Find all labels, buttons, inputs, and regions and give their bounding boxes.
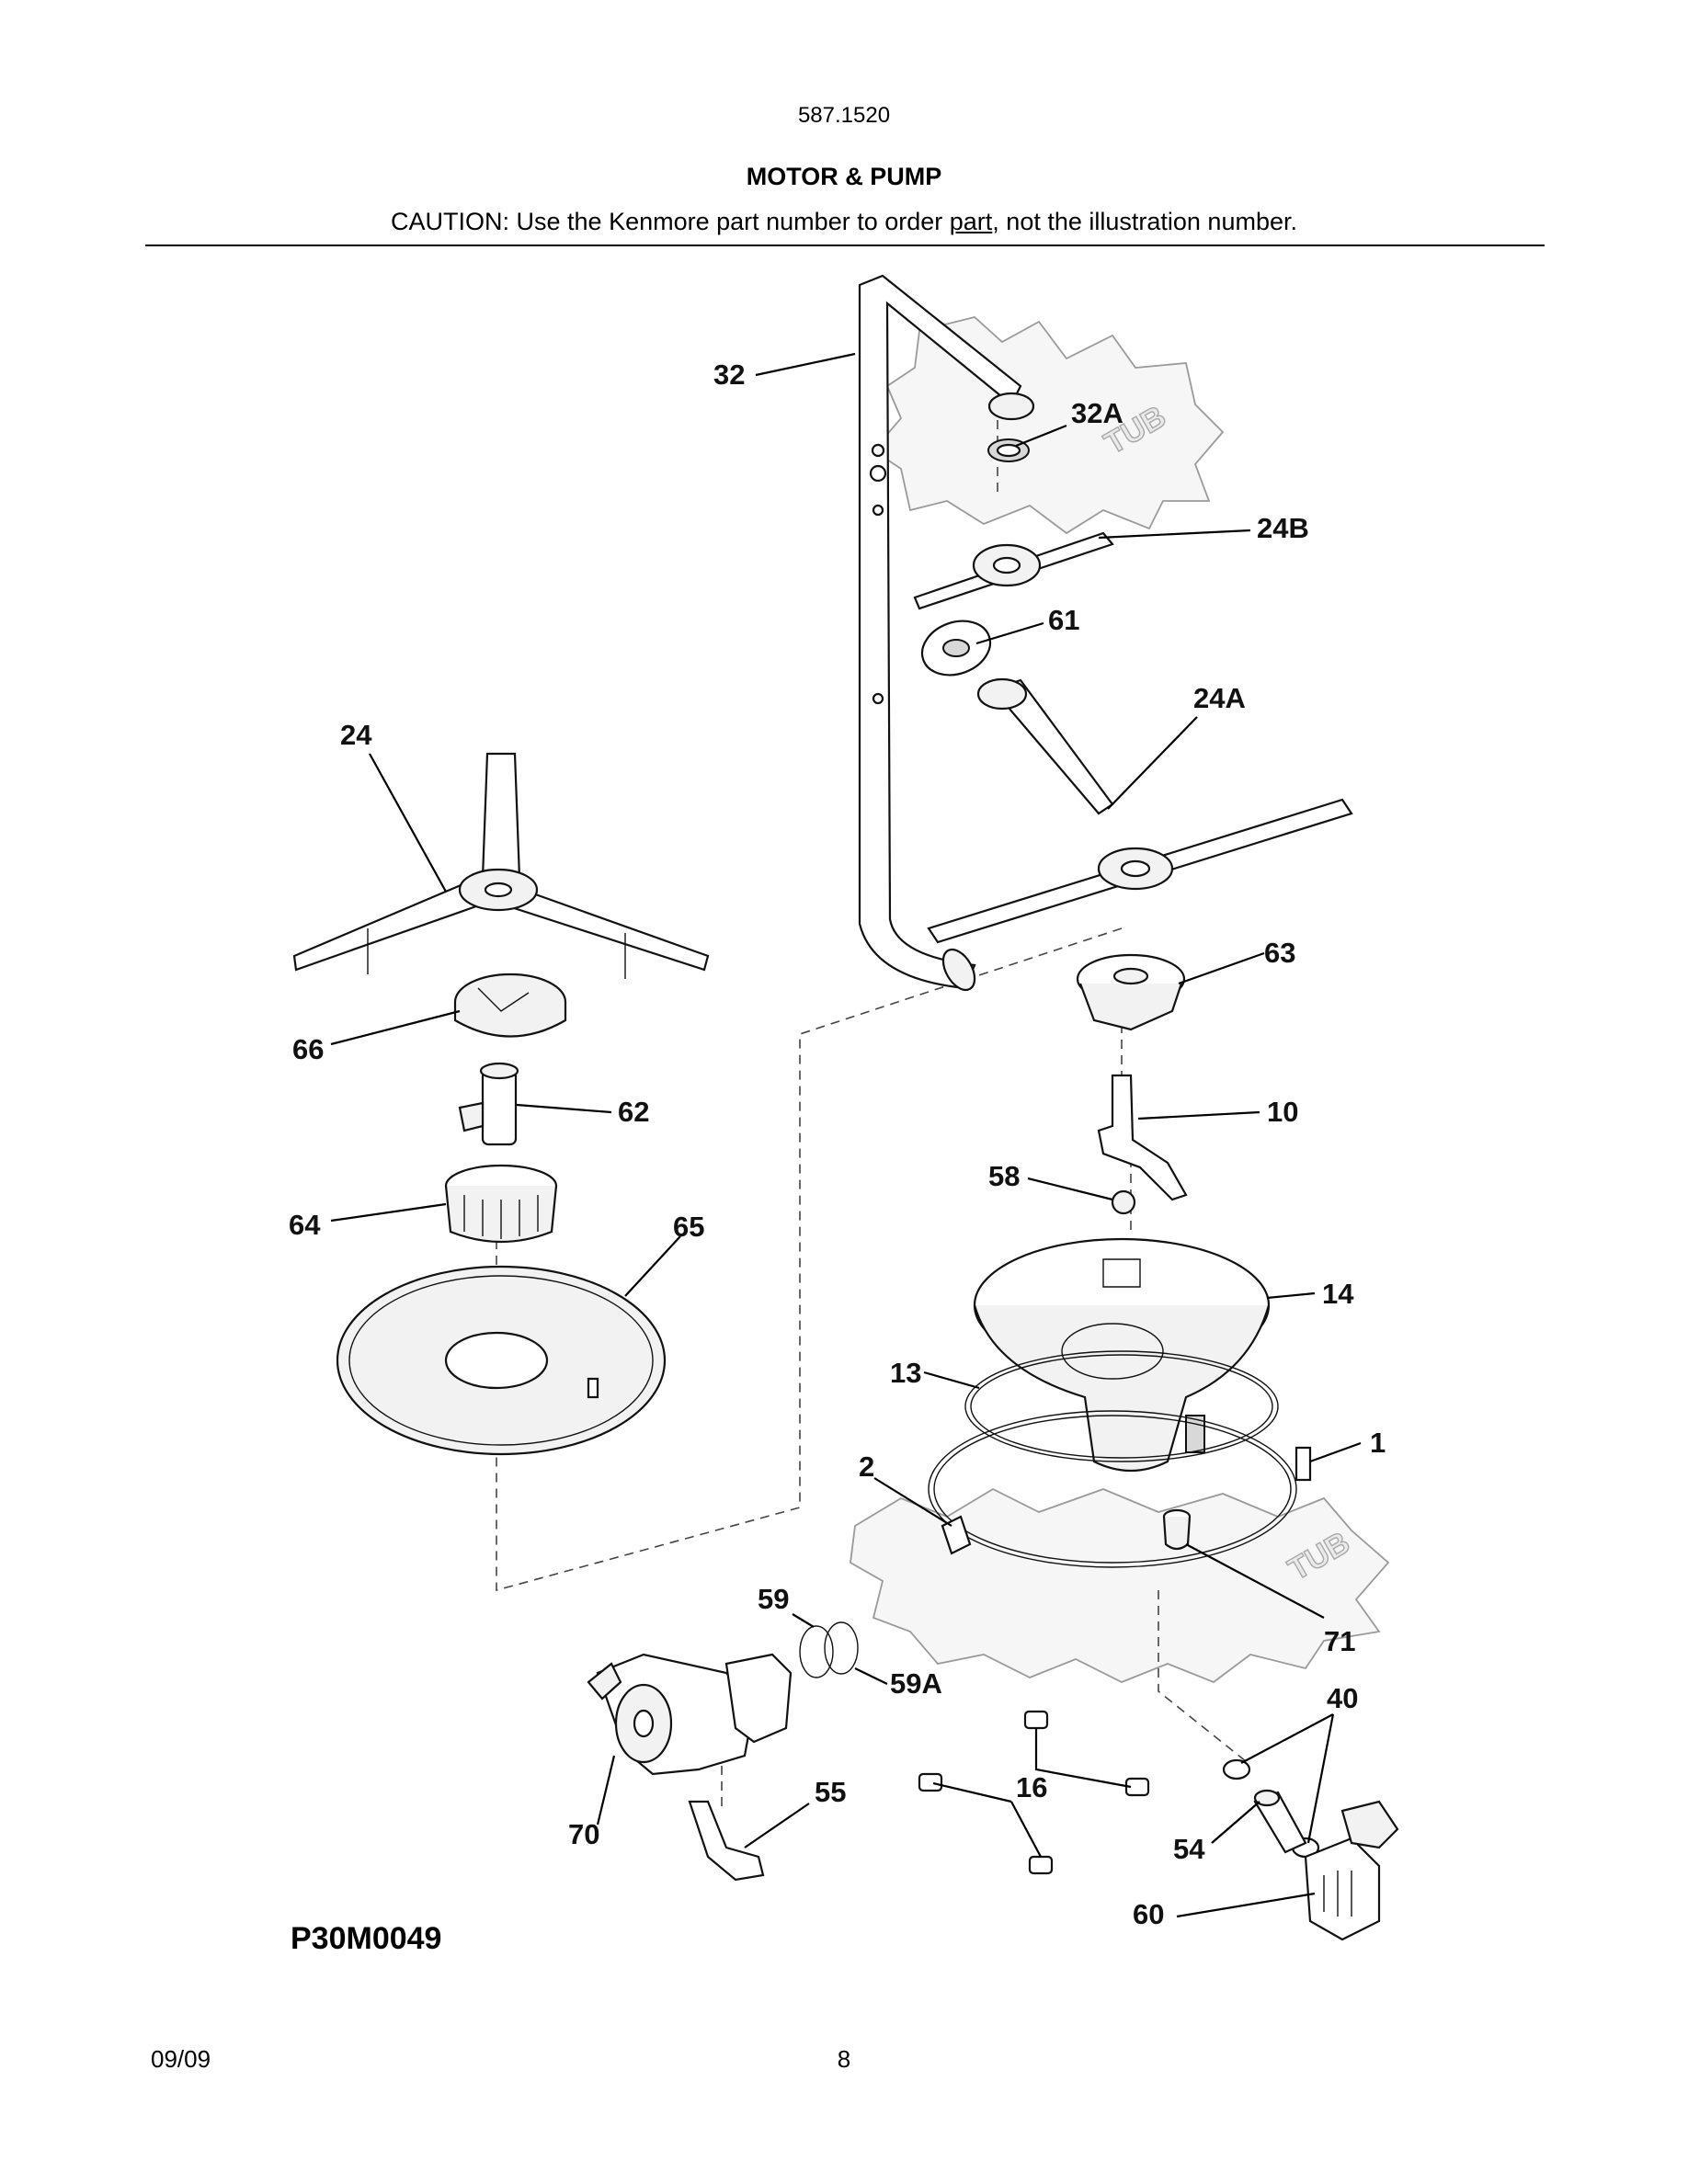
part-14-sump [973, 1237, 1271, 1473]
callout-32a: 32A [1071, 397, 1123, 429]
part-71-fitting [1162, 1508, 1192, 1551]
part-1-2-clamp-ring [928, 1410, 1312, 1568]
page-title: MOTOR & PUMP [746, 163, 942, 190]
part-66-gear-housing [453, 973, 567, 1038]
callout-59a: 59A [890, 1667, 942, 1700]
callout-70: 70 [568, 1818, 599, 1850]
caution-text: CAUTION: Use the Kenmore part number to … [391, 208, 950, 235]
part-24a-lower-spray-arm [927, 677, 1353, 944]
part-54-hose [1253, 1789, 1307, 1854]
part-63-cover [1076, 953, 1186, 1031]
part-10-diverter [1097, 1074, 1188, 1201]
callout-32: 32 [713, 358, 745, 391]
callout-10: 10 [1267, 1096, 1298, 1128]
callout-14: 14 [1322, 1278, 1354, 1310]
part-24b-upper-spray-arm [913, 531, 1114, 610]
callout-labels: 32 32A 24B 61 24A 24 63 66 62 10 58 64 6… [289, 358, 1386, 1930]
footer-date: 09/09 [151, 2045, 211, 2073]
callout-65: 65 [673, 1211, 704, 1243]
part-59-o-rings [799, 1621, 859, 1678]
part-32-supply-tube [858, 274, 1035, 992]
callout-59: 59 [758, 1583, 789, 1615]
callout-40: 40 [1327, 1682, 1358, 1714]
callout-1: 1 [1370, 1427, 1386, 1459]
callout-2: 2 [859, 1450, 874, 1483]
callout-16: 16 [1016, 1771, 1047, 1803]
callout-58: 58 [988, 1160, 1020, 1192]
caution-part-word: part [949, 208, 993, 235]
page-number: 8 [837, 2045, 851, 2073]
callout-13: 13 [890, 1357, 921, 1389]
part-24-three-arm-spray-arm [292, 752, 710, 979]
callout-24a: 24A [1193, 682, 1246, 714]
leader-lines [330, 352, 1362, 1918]
part-64-filter-cup [444, 1164, 558, 1244]
part-62-hub [458, 1062, 519, 1146]
callout-60: 60 [1133, 1898, 1164, 1930]
callout-61: 61 [1048, 604, 1079, 636]
caution-text-end: , not the illustration number. [992, 208, 1297, 235]
header-rule [145, 245, 1545, 246]
callout-24b: 24B [1257, 512, 1309, 544]
callout-55: 55 [815, 1776, 846, 1808]
callout-54: 54 [1173, 1833, 1205, 1865]
part-58-ball [1111, 1189, 1136, 1215]
callout-62: 62 [618, 1096, 649, 1128]
callout-63: 63 [1264, 937, 1295, 969]
part-13-gasket [964, 1350, 1279, 1462]
callout-64: 64 [289, 1209, 321, 1241]
part-61-disc [920, 620, 992, 677]
part-65-filter-plate [336, 1265, 667, 1456]
part-70-motor [587, 1653, 793, 1776]
lower-tub-outline: TUB [850, 1487, 1390, 1684]
callout-24: 24 [340, 719, 372, 751]
part-16-grommets [918, 1710, 1150, 1875]
part-55-bracket [688, 1800, 765, 1882]
drawing-number: P30M0049 [291, 1921, 442, 1956]
caution-note: CAUTION: Use the Kenmore part number to … [0, 208, 1688, 236]
callout-71: 71 [1324, 1625, 1355, 1657]
model-number: 587.1520 [797, 103, 891, 128]
upper-tub-outline: TUB [872, 316, 1225, 535]
callout-66: 66 [292, 1033, 324, 1065]
part-60-drain-pump [1304, 1800, 1399, 1941]
